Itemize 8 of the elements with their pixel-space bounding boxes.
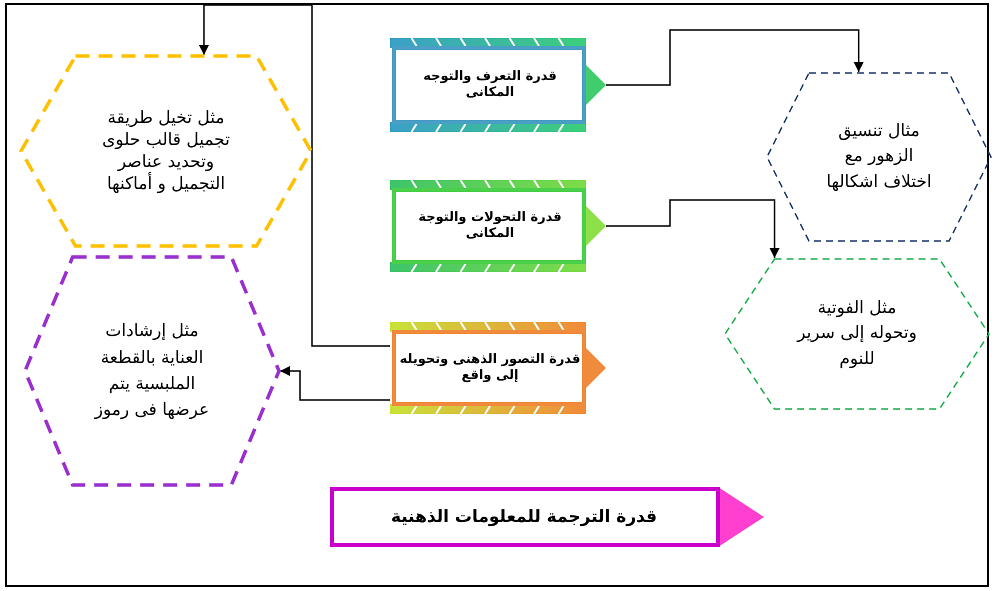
hexagon-box: مثل الفوتية وتحوله إلى سرير للنوم bbox=[724, 258, 990, 410]
hexagon-box: مثال تنسيق الزهور مع اختلاف اشكالها bbox=[766, 72, 992, 242]
arrow bbox=[606, 29, 864, 86]
arrow bbox=[198, 4, 390, 347]
hexagon-box: مثل إرشادات العناية بالقطعة الملبسية يتم عرضها فى رموز bbox=[24, 256, 280, 486]
hexagon-box: مثل تخيل طريقة تجميل قالب حلوى وتحديد عناصر التجميل و أماكنها bbox=[20, 55, 312, 247]
arrow bbox=[606, 199, 780, 258]
arrow bbox=[280, 366, 390, 401]
